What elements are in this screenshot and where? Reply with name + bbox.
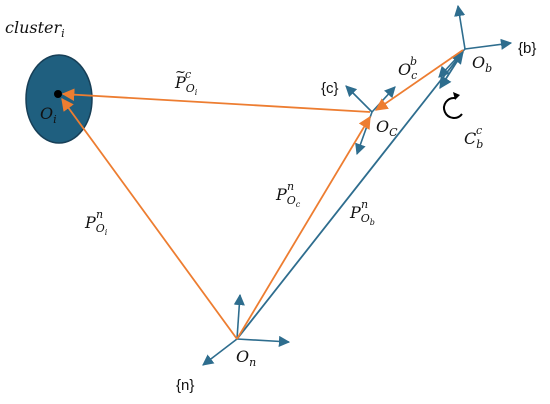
- frame-b-label: {b}: [518, 40, 536, 57]
- label-rotation-sup: c: [476, 124, 482, 137]
- label-o-c-b: Oc: [398, 60, 417, 82]
- label-p-oi-n-sup: n: [96, 208, 103, 221]
- cluster-label: clusteri: [5, 18, 65, 40]
- frame-n-origin-label: On: [236, 347, 256, 369]
- label-p-oc-n: POc: [275, 185, 301, 209]
- label-p-oi-c: POi: [174, 73, 198, 97]
- label-p-ob-n-sup: n: [361, 198, 368, 211]
- frame-c-label: {c}: [321, 80, 339, 97]
- vector-p-oi-n: [61, 97, 238, 340]
- label-p-oi-c-accent: ~: [175, 65, 186, 80]
- frame-n-axes: [202, 293, 291, 366]
- label-rotation: Cb: [464, 129, 483, 151]
- vector-p-oc-n: [236, 115, 371, 340]
- vector-o-c-b: [374, 49, 464, 111]
- frame-c-origin-label: OC: [376, 117, 398, 139]
- vector-p-oi-c: [61, 88, 371, 113]
- label-p-oc-n-sup: n: [287, 180, 294, 193]
- frame-n-label: {n}: [176, 377, 194, 394]
- frame-b-origin-label: Ob: [472, 53, 492, 75]
- label-p-ob-n: POb: [349, 203, 375, 227]
- cluster-region: [25, 54, 93, 144]
- vector-c-to-b-blue: [439, 51, 464, 90]
- rotation-icon: [443, 92, 463, 119]
- vector-p-ob-n: [236, 51, 464, 340]
- cluster-center-point: [54, 90, 62, 98]
- label-p-oi-c-sup: c: [185, 68, 191, 81]
- cluster-center-label: Oi: [40, 104, 57, 126]
- label-o-c-b-sup: b: [410, 55, 417, 68]
- label-p-oi-n: POi: [84, 213, 108, 237]
